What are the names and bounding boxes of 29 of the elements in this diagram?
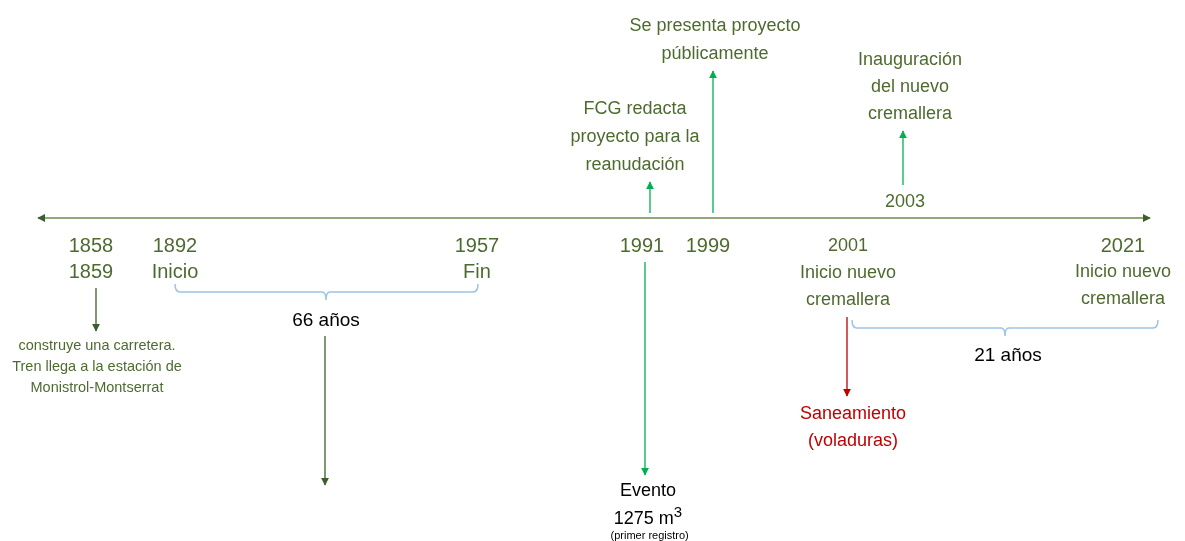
year-label: 2003 <box>883 190 926 213</box>
arrow <box>646 181 654 214</box>
event-label: Inicio <box>150 259 200 284</box>
event-text: Inauguración del nuevo cremallera <box>856 48 964 125</box>
year-label: 1991 <box>618 233 666 258</box>
event-label: Inicio nuevo cremallera <box>1073 260 1173 310</box>
duration-label: 66 años <box>291 308 361 332</box>
event-text: Saneamiento (voladuras) <box>798 402 908 452</box>
arrow <box>641 261 649 476</box>
event-text: 2001 <box>826 234 869 257</box>
arrow <box>899 130 907 186</box>
arrow <box>709 70 717 214</box>
event-label: Fin <box>462 259 492 284</box>
event-text: 1859 <box>67 259 115 284</box>
note-text: (primer registro) <box>610 529 686 541</box>
year-label: 2021 <box>1099 233 1147 258</box>
year-label: 1957 <box>453 233 501 258</box>
duration-label: 21 años <box>973 343 1043 367</box>
year-label: 1999 <box>684 233 732 258</box>
event-text: Se presenta proyecto públicamente <box>628 14 802 65</box>
year-label: 1858 <box>67 233 115 258</box>
event-text: Evento 1275 m$^{3}$ <box>612 479 684 529</box>
event-text: FCG redacta proyecto para la reanudación <box>569 97 701 176</box>
year-label: 1892 <box>151 233 199 258</box>
arrow <box>843 316 851 397</box>
arrow <box>321 335 329 486</box>
event-text: Inicio nuevo cremallera <box>798 261 898 311</box>
arrow <box>92 287 100 332</box>
event-text: construye una carretera. Tren llega a la estación de Monistrol-Montserrat <box>11 336 183 397</box>
